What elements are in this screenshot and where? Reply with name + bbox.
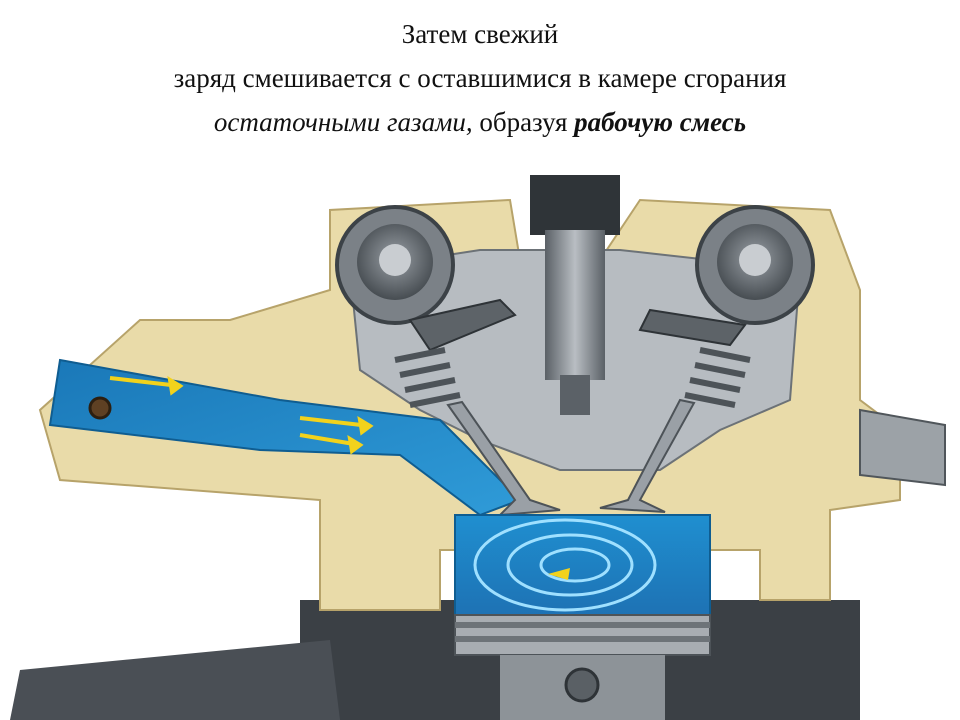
spark-plug-well	[530, 175, 620, 415]
lower-left-housing	[10, 640, 340, 720]
residual-gas-swirl	[473, 518, 657, 612]
exhaust-flange	[859, 408, 946, 487]
exhaust-valve-spring	[684, 347, 751, 408]
swirl-arrow	[548, 568, 570, 580]
intake-valve-spring	[394, 347, 461, 408]
caption-line-1: Затем свежий	[401, 19, 559, 49]
intake-bolt	[88, 396, 112, 420]
combustion-chamber	[454, 514, 711, 616]
intake-camshaft	[335, 205, 455, 325]
exhaust-camshaft	[695, 205, 815, 325]
intake-rocker-arm	[408, 298, 517, 352]
intake-valve	[446, 400, 561, 517]
caption-line-3: остаточными газами, образуя рабочую смес…	[0, 100, 960, 144]
engine-cutaway-illustration	[10, 175, 946, 720]
intake-flow-arrows	[109, 376, 374, 455]
caption-connector: образуя	[472, 107, 575, 137]
exhaust-valve	[599, 398, 696, 513]
caption-line-2: заряд смешивается с оставшимися в камере…	[173, 63, 787, 93]
residual-gases-term: остаточными газами,	[213, 107, 473, 137]
exhaust-rocker-arm	[638, 308, 747, 347]
piston	[454, 614, 711, 720]
slide-caption: Затем свежий заряд смешивается с оставши…	[0, 12, 960, 144]
working-mixture-term: рабочую смесь	[574, 107, 747, 137]
